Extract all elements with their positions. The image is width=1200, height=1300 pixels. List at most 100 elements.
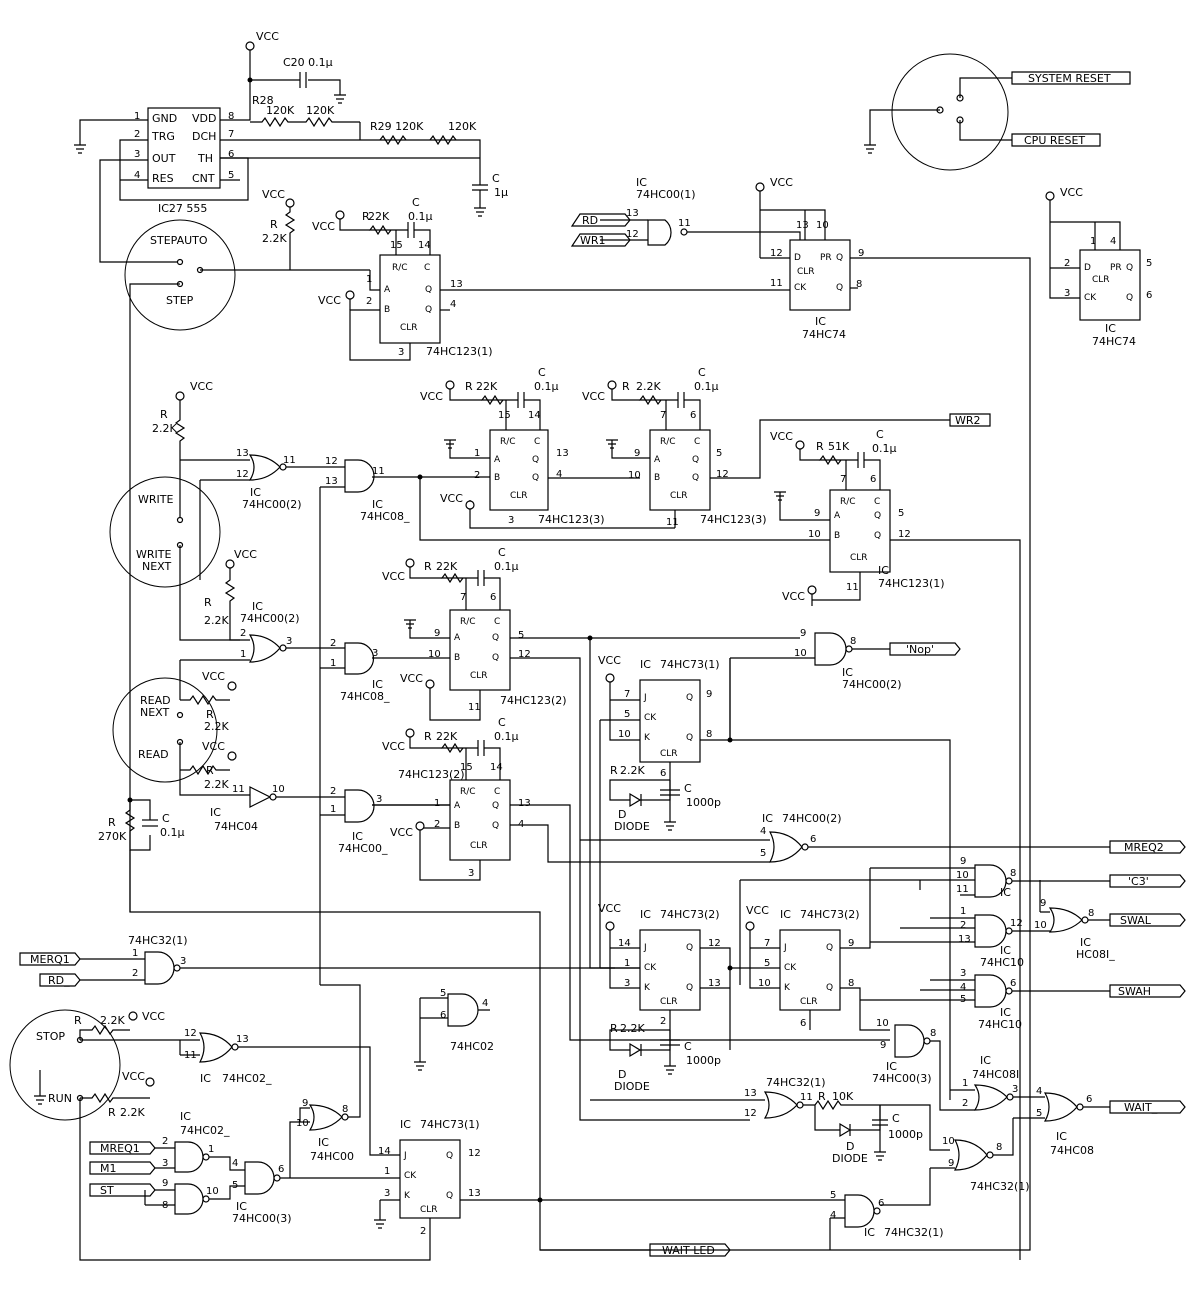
d-10k-label: D xyxy=(846,1140,854,1153)
vcc-label-rn: VCC xyxy=(202,670,225,683)
write-label: WRITE xyxy=(138,493,173,506)
svg-text:7: 7 xyxy=(460,592,466,603)
ic-74hc73-2a-ic: IC xyxy=(640,908,651,921)
svg-text:Q: Q xyxy=(692,473,699,483)
svg-text:12: 12 xyxy=(626,229,639,240)
svg-text:4: 4 xyxy=(1110,236,1116,247)
ic-74hc02-stop-ic: IC xyxy=(200,1072,211,1085)
svg-text:4: 4 xyxy=(960,982,966,993)
ic-74hc00u-label: 74HC00_ xyxy=(338,842,388,855)
ic-74hc32-1b-ic: IC xyxy=(864,1226,875,1239)
vcc-label-123-1b: VCC xyxy=(312,220,335,233)
ic27-555-timer: GND TRG OUT RES VDD DCH TH CNT IC27 555 … xyxy=(74,30,508,263)
r-270k-value: 270K xyxy=(98,830,127,843)
svg-text:1: 1 xyxy=(960,906,966,917)
ic-74hc08-label-r: 74HC08_ xyxy=(340,690,390,703)
ic-74hc73-1b-ic: IC xyxy=(400,1118,411,1131)
svg-text:PR: PR xyxy=(820,253,832,263)
svg-text:2: 2 xyxy=(330,786,336,797)
c-timing-value: 1μ xyxy=(494,186,508,199)
ic-74hc08w-label: 74HC08 xyxy=(1050,1144,1094,1157)
r-73-2a-label: R xyxy=(610,1022,618,1035)
ic-74hc123-1r-ic: IC xyxy=(878,564,889,577)
svg-text:8: 8 xyxy=(228,111,234,122)
svg-text:A: A xyxy=(454,633,461,643)
read-section: VCC R 2.2K IC 74HC00(2) 213 213 IC 74HC0… xyxy=(98,548,541,1200)
step-label: STEP xyxy=(166,294,194,307)
svg-text:J: J xyxy=(783,943,787,953)
r-123-2a-label: R xyxy=(424,560,432,573)
svg-text:13: 13 xyxy=(325,476,338,487)
svg-text:4: 4 xyxy=(760,826,766,837)
svg-text:5: 5 xyxy=(716,448,722,459)
svg-text:5: 5 xyxy=(830,1190,836,1201)
svg-text:10: 10 xyxy=(272,784,285,795)
svg-text:Q: Q xyxy=(686,733,693,743)
svg-text:A: A xyxy=(654,455,661,465)
r-run-label: R xyxy=(108,1106,116,1119)
pin-res-label: RES xyxy=(152,172,174,185)
svg-text:12: 12 xyxy=(770,248,783,259)
svg-text:K: K xyxy=(404,1191,411,1201)
ic-74hc123-3-a-label: 74HC123(3) xyxy=(538,513,605,526)
svg-text:4: 4 xyxy=(1036,1086,1042,1097)
svg-text:10: 10 xyxy=(808,529,821,540)
r-step-value: 2.2K xyxy=(262,232,287,245)
r28b-value: 120K xyxy=(306,104,335,117)
sig-wr2: WR2 xyxy=(955,414,981,427)
svg-text:Q: Q xyxy=(446,1191,453,1201)
svg-text:10: 10 xyxy=(876,1018,889,1029)
svg-text:11: 11 xyxy=(666,517,679,528)
sig-swah: SWAH xyxy=(1118,985,1151,998)
sig-rd: RD xyxy=(582,214,598,227)
svg-text:Q: Q xyxy=(1126,263,1133,273)
sig-mreq1b: MREQ1 xyxy=(100,1142,140,1155)
svg-text:12: 12 xyxy=(236,469,249,480)
svg-text:2: 2 xyxy=(132,968,138,979)
c20-label: C20 0.1μ xyxy=(283,56,333,69)
ic-74hc04-label: 74HC04 xyxy=(214,820,258,833)
svg-text:A: A xyxy=(454,801,461,811)
hc08i-label: HC08I_ xyxy=(1076,948,1115,961)
ic-74hc10-swal-ic: IC xyxy=(1000,944,1011,957)
d-73-2a-type: DIODE xyxy=(614,1080,650,1093)
svg-text:6: 6 xyxy=(660,768,666,779)
stray-74hc02: 564 74HC02 xyxy=(414,988,494,1071)
r-123-2b-label: R xyxy=(424,730,432,743)
d-73-2a-label: D xyxy=(618,1068,626,1081)
svg-text:10: 10 xyxy=(428,649,441,660)
svg-text:6: 6 xyxy=(1086,1094,1092,1105)
svg-text:11: 11 xyxy=(283,455,296,466)
svg-text:12: 12 xyxy=(468,1148,481,1159)
pin-gnd-label: GND xyxy=(152,112,177,125)
vcc-label-read: VCC xyxy=(234,548,257,561)
mreq2-or-gate: 456 IC 74HC00(2) MREQ2 xyxy=(580,812,1186,863)
ic-74hc08w-ic: IC xyxy=(1056,1130,1067,1143)
svg-text:CK: CK xyxy=(784,963,797,973)
svg-text:CLR: CLR xyxy=(420,1205,438,1215)
run-label: RUN xyxy=(48,1092,72,1105)
r-rn-value: 2.2K xyxy=(204,720,229,733)
svg-text:1: 1 xyxy=(384,1166,390,1177)
svg-text:1: 1 xyxy=(434,798,440,809)
svg-text:3: 3 xyxy=(398,347,404,358)
write-next-label: WRITE xyxy=(136,548,171,561)
hc08i-ic: IC xyxy=(1080,936,1091,949)
svg-text:12: 12 xyxy=(325,456,338,467)
svg-text:5: 5 xyxy=(760,848,766,859)
svg-text:11: 11 xyxy=(678,218,691,229)
svg-text:1: 1 xyxy=(330,804,336,815)
pin-trg-label: TRG xyxy=(151,130,175,143)
ic-74hc73-2b-ic: IC xyxy=(780,908,791,921)
svg-text:CLR: CLR xyxy=(850,553,868,563)
svg-text:CK: CK xyxy=(794,283,807,293)
svg-text:6: 6 xyxy=(440,1010,446,1021)
r-73-1u-label: R xyxy=(610,764,618,777)
svg-text:2: 2 xyxy=(660,1016,666,1027)
